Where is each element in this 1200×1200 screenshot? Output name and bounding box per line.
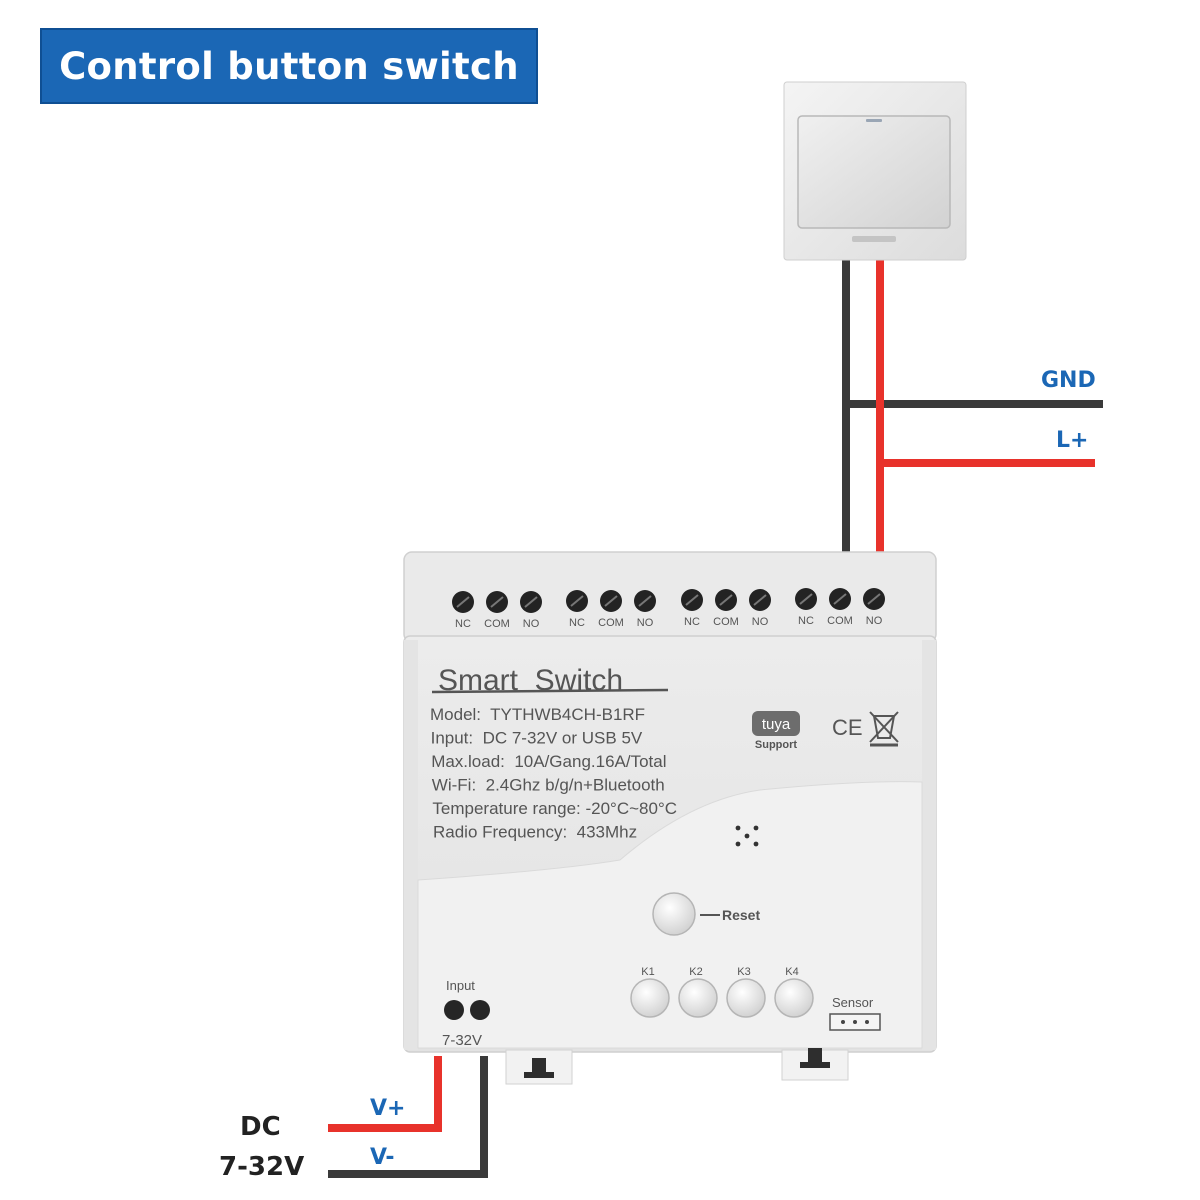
vminus-label: V- [370, 1145, 395, 1170]
sensor-label: Sensor [832, 995, 874, 1010]
dc-label: DC [240, 1112, 281, 1142]
terminal-label: NO [637, 617, 654, 629]
gnd-label: GND [1041, 368, 1096, 393]
reset-label: Reset [722, 907, 760, 923]
device-specs: Model: TYTHWB4CH-B1RF Input: DC 7-32V or … [430, 705, 677, 842]
terminal-label: NC [455, 618, 471, 630]
tuya-logo: tuya Support [752, 711, 800, 751]
terminal-label: NC [569, 617, 585, 629]
key-label: K2 [689, 966, 702, 978]
terminal-label: NO [523, 618, 540, 630]
vplus-label: V+ [370, 1096, 405, 1121]
terminal-label: NC [684, 616, 700, 628]
terminal-label: COM [713, 616, 739, 628]
spec-line: Radio Frequency: 433Mhz [433, 823, 637, 842]
key-label: K4 [785, 966, 798, 978]
buzzer-holes [735, 825, 759, 847]
lplus-label: L+ [1056, 428, 1088, 453]
page-title: Control button switch [59, 44, 519, 88]
svg-text:tuya: tuya [762, 716, 791, 733]
channel-button-k2[interactable] [678, 978, 718, 1018]
key-label: K1 [641, 966, 654, 978]
spec-line: Model: TYTHWB4CH-B1RF [430, 705, 645, 724]
input-label: Input [446, 978, 475, 993]
channel-button-k4[interactable] [774, 978, 814, 1018]
input-range-label: 7-32V [442, 1032, 482, 1049]
reset-button[interactable] [652, 892, 696, 936]
switch-wires [842, 260, 1103, 552]
relay-terminals: NC COM NO NC COM NO NC COM NO NC COM NO [452, 588, 885, 630]
terminal-label: COM [484, 618, 510, 630]
tuya-support-label: Support [755, 739, 797, 751]
wall-switch [783, 81, 967, 261]
sensor-port [829, 1013, 881, 1031]
title-banner: Control button switch [40, 28, 538, 104]
spec-line: Wi-Fi: 2.4Ghz b/g/n+Bluetooth [432, 776, 665, 795]
terminal-label: COM [827, 615, 853, 627]
terminal-label: COM [598, 617, 624, 629]
terminal-label: NO [866, 615, 883, 627]
spec-line: Temperature range: -20°C~80°C [432, 799, 677, 818]
terminal-label: NC [798, 615, 814, 627]
channel-button-k1[interactable] [630, 978, 670, 1018]
channel-button-k3[interactable] [726, 978, 766, 1018]
spec-line: Input: DC 7-32V or USB 5V [431, 729, 643, 748]
input-terminals [444, 1000, 490, 1020]
weee-icon [869, 711, 899, 747]
terminal-label: NO [752, 616, 769, 628]
spec-line: Max.load: 10A/Gang.16A/Total [431, 752, 666, 771]
dc-range-label: 7-32V [219, 1152, 304, 1182]
key-label: K3 [737, 966, 750, 978]
power-wires [328, 1056, 488, 1178]
ce-mark: CE [832, 715, 863, 740]
channel-buttons: K1 K2 K3 K4 [630, 966, 814, 1018]
